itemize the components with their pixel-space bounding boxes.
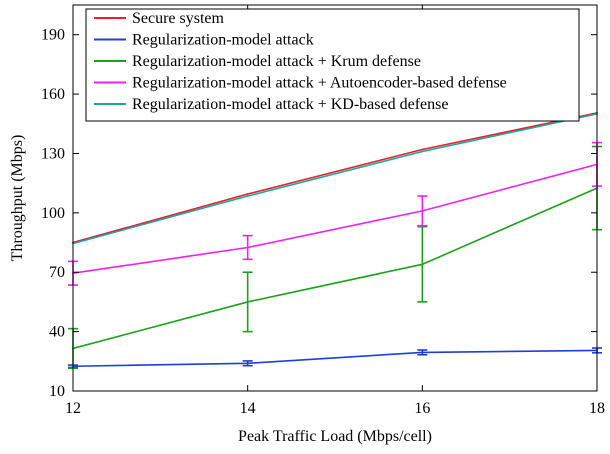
x-tick-label: 14 [240,400,256,417]
plot-frame [72,4,598,392]
series-line-3 [72,163,598,275]
y-tick-label: 100 [41,205,65,222]
legend-label-2: Regularization-model attack + Krum defen… [132,53,421,70]
axes-layer [72,4,598,392]
y-tick-label: 10 [49,383,65,400]
x-tick-label: 12 [65,400,81,417]
series-line-4 [72,113,598,245]
legend-label-0: Secure system [132,10,225,27]
y-tick-label: 70 [49,264,65,281]
legend-label-4: Regularization-model attack + KD-based d… [132,96,448,113]
series-line-0 [72,112,598,244]
plot-layer [68,111,602,370]
series-line-1 [72,349,598,368]
x-tick-label: 16 [414,400,430,417]
tick-layer: 12 14 16 18 10 40 70 100 130 160 190 [41,5,605,417]
x-tick-label: 18 [589,400,605,417]
y-axis-title: Throughput (Mbps) [9,135,26,262]
y-tick-label: 40 [49,324,65,341]
legend-label-1: Regularization-model attack [132,32,314,49]
y-tick-label: 190 [41,27,65,44]
x-axis-title: Peak Traffic Load (Mbps/cell) [238,428,432,445]
data-point [246,193,249,195]
y-tick-label: 160 [41,86,65,103]
data-point [421,150,424,153]
data-point [421,148,424,151]
data-point [246,195,249,197]
legend-box [85,8,580,122]
legend-label-3: Regularization-model attack + Autoencode… [132,75,507,92]
y-tick-label: 130 [41,145,65,162]
series-line-2 [72,187,598,350]
